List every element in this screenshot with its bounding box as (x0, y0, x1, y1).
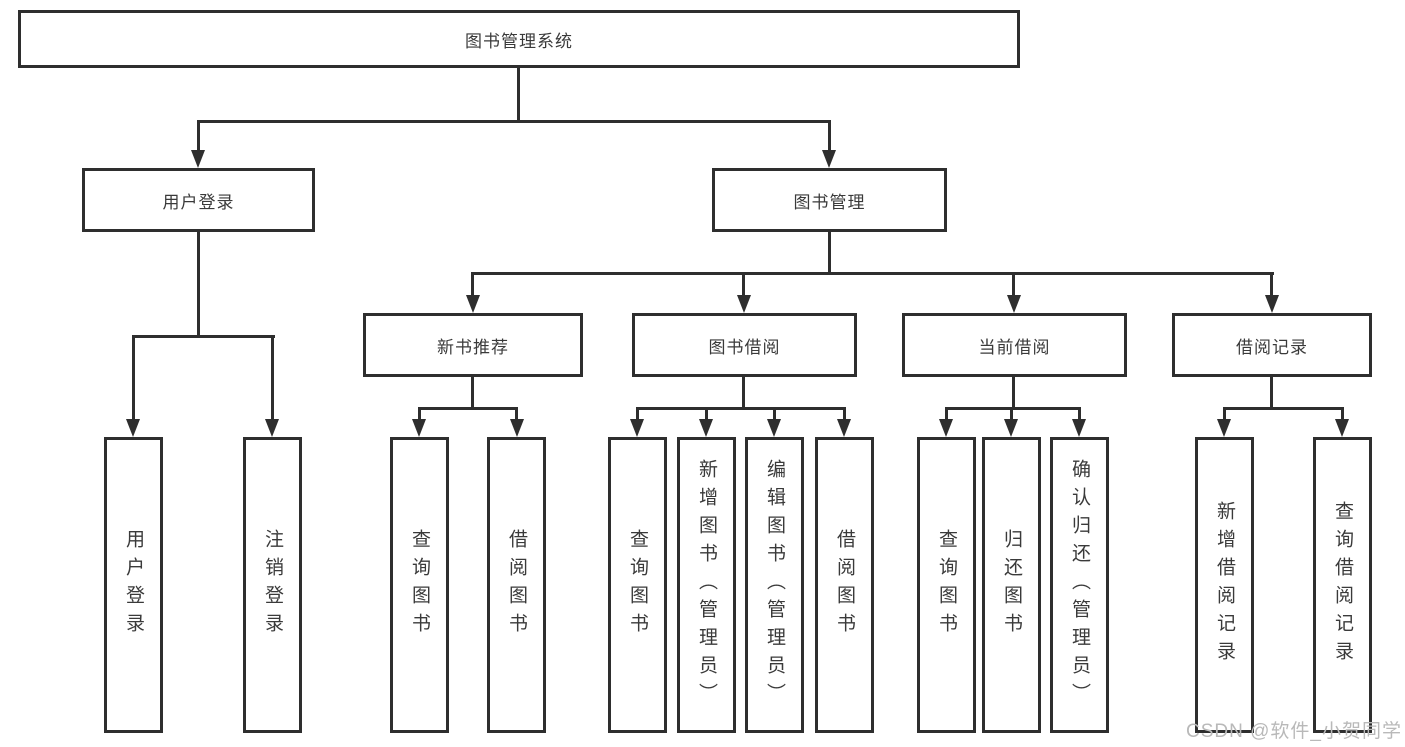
leaf-label: 新增图书（管理员） (696, 459, 717, 711)
leaf-br-add-record: 新增借阅记录 (1195, 437, 1254, 733)
connector-drop-user-login (197, 120, 200, 152)
connector-drop-current-borrow (1012, 272, 1015, 297)
connector-new-book-bar (418, 407, 518, 410)
csdn-watermark: CSDN @软件_小贺同学 (1186, 721, 1402, 742)
node-current-borrow: 当前借阅 (902, 313, 1127, 377)
node-borrow-record: 借阅记录 (1172, 313, 1372, 377)
leaf-label: 查询图书 (627, 529, 648, 641)
node-label: 用户登录 (162, 192, 235, 212)
arrow-to-user-login (191, 150, 205, 168)
arrow-to-bb-edit (767, 419, 781, 437)
arrow-to-logout-leaf (265, 419, 279, 437)
arrow-to-bb-query (630, 419, 644, 437)
connector-drop-book-borrow (742, 272, 745, 297)
leaf-bb-borrow-books: 借阅图书 (815, 437, 874, 733)
connector-drop-br-add (1223, 407, 1226, 421)
leaf-cb-return-books: 归还图书 (982, 437, 1041, 733)
arrow-to-book-mgmt (822, 150, 836, 168)
node-label: 图书借阅 (708, 337, 781, 357)
arrow-to-nb-borrow (510, 419, 524, 437)
arrow-to-bb-add (699, 419, 713, 437)
arrow-to-book-borrow (737, 295, 751, 313)
leaf-label: 查询图书 (409, 529, 430, 641)
node-label: 当前借阅 (978, 337, 1051, 357)
node-new-book-rec: 新书推荐 (363, 313, 583, 377)
arrow-to-cb-confirm (1072, 419, 1086, 437)
leaf-bb-edit-books-admin: 编辑图书（管理员） (745, 437, 804, 733)
connector-drop-bb-add (705, 407, 708, 421)
leaf-label: 用户登录 (123, 529, 144, 641)
leaf-nb-borrow-books: 借阅图书 (487, 437, 546, 733)
connector-borrow-record-trunk (1270, 377, 1273, 407)
connector-new-book-trunk (471, 377, 474, 407)
connector-drop-bb-query (636, 407, 639, 421)
connector-drop-cb-query (945, 407, 948, 421)
arrow-to-nb-query (412, 419, 426, 437)
node-label: 图书管理 (793, 192, 866, 212)
node-root-library-system: 图书管理系统 (18, 10, 1020, 68)
connector-drop-nb-query (418, 407, 421, 421)
leaf-cb-confirm-return-admin: 确认归还（管理员） (1050, 437, 1109, 733)
leaf-logout: 注销登录 (243, 437, 302, 733)
connector-root-trunk (517, 68, 520, 120)
leaf-label: 编辑图书（管理员） (764, 459, 785, 711)
connector-drop-br-query (1341, 407, 1344, 421)
arrow-to-cb-query (939, 419, 953, 437)
leaf-br-query-record: 查询借阅记录 (1313, 437, 1372, 733)
arrow-to-current-borrow (1007, 295, 1021, 313)
connector-borrow-record-bar (1223, 407, 1344, 410)
connector-book-borrow-bar (636, 407, 845, 410)
connector-drop-bb-edit (773, 407, 776, 421)
node-book-borrow: 图书借阅 (632, 313, 857, 377)
leaf-label: 查询借阅记录 (1332, 501, 1353, 669)
connector-drop-login-leaf (132, 335, 135, 421)
leaf-label: 新增借阅记录 (1214, 501, 1235, 669)
connector-user-login-trunk (197, 232, 200, 335)
arrow-to-cb-return (1004, 419, 1018, 437)
arrow-to-br-add (1217, 419, 1231, 437)
connector-drop-borrow-record (1270, 272, 1273, 297)
leaf-label: 归还图书 (1001, 529, 1022, 641)
connector-book-mgmt-bar (471, 272, 1274, 275)
leaf-cb-query-books: 查询图书 (917, 437, 976, 733)
leaf-label: 注销登录 (262, 529, 283, 641)
arrow-to-br-query (1335, 419, 1349, 437)
leaf-label: 查询图书 (936, 529, 957, 641)
connector-drop-book-mgmt (828, 120, 831, 152)
leaf-user-login: 用户登录 (104, 437, 163, 733)
node-label: 借阅记录 (1236, 337, 1308, 357)
connector-book-mgmt-trunk (828, 232, 831, 272)
connector-drop-cb-confirm (1078, 407, 1081, 421)
node-label: 图书管理系统 (465, 31, 573, 51)
arrow-to-new-book (466, 295, 480, 313)
arrow-to-bb-borrow (837, 419, 851, 437)
connector-drop-new-book (471, 272, 474, 297)
leaf-label: 借阅图书 (834, 529, 855, 641)
leaf-label: 借阅图书 (506, 529, 527, 641)
leaf-bb-query-books: 查询图书 (608, 437, 667, 733)
connector-current-borrow-trunk (1012, 377, 1015, 407)
leaf-nb-query-books: 查询图书 (390, 437, 449, 733)
leaf-label: 确认归还（管理员） (1069, 459, 1090, 711)
node-user-login: 用户登录 (82, 168, 315, 232)
connector-drop-cb-return (1010, 407, 1013, 421)
connector-drop-nb-borrow (515, 407, 518, 421)
connector-user-login-bar (132, 335, 275, 338)
arrow-to-borrow-record (1265, 295, 1279, 313)
node-book-mgmt: 图书管理 (712, 168, 947, 232)
connector-book-borrow-trunk (742, 377, 745, 407)
connector-root-bar (197, 120, 831, 123)
leaf-bb-add-books-admin: 新增图书（管理员） (677, 437, 736, 733)
node-label: 新书推荐 (437, 337, 509, 357)
connector-drop-logout-leaf (271, 335, 274, 421)
connector-drop-bb-borrow (843, 407, 846, 421)
arrow-to-login-leaf (126, 419, 140, 437)
